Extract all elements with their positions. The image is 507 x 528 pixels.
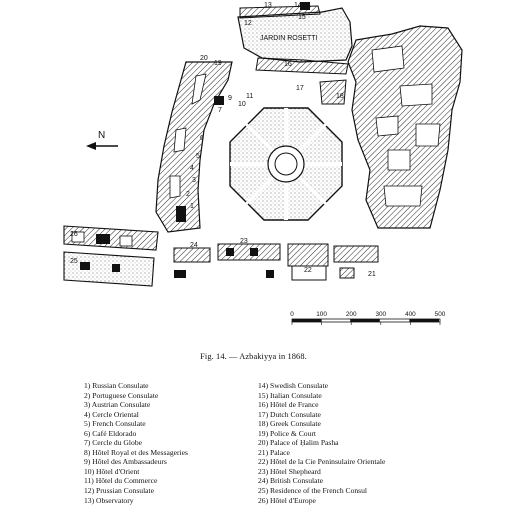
north-arrow: N bbox=[86, 130, 118, 150]
legend-item: 9) Hôtel des Ambassadeurs bbox=[84, 457, 167, 467]
building-number-label: 14 bbox=[294, 2, 302, 9]
azbakiyya-octagon bbox=[229, 107, 343, 221]
legend-item: 23) Hôtel Shepheard bbox=[258, 466, 321, 476]
legend-item: 8) Hôtel Royal et des Messageries bbox=[84, 447, 188, 457]
building-number-label: 15 bbox=[298, 14, 306, 21]
jardin-rosetti: JARDIN ROSETTI bbox=[237, 7, 353, 63]
legend-item: 15) Italian Consulate bbox=[258, 390, 322, 400]
building-number-label: 21 bbox=[368, 271, 376, 278]
scale-bar: 0 100 200 300 400 500 bbox=[290, 311, 446, 325]
building-row-south bbox=[63, 225, 379, 287]
building-number-label: 1 bbox=[190, 203, 194, 210]
legend-item: 3) Austrian Consulate bbox=[84, 400, 151, 410]
legend-item: 14) Swedish Consulate bbox=[258, 381, 329, 390]
building-mass-east bbox=[319, 25, 463, 229]
building-number-label: 3 bbox=[192, 177, 196, 184]
building-number-label: 11 bbox=[246, 93, 253, 100]
garden-label: JARDIN ROSETTI bbox=[260, 35, 318, 42]
building-number-label: 7 bbox=[218, 107, 222, 114]
scale-tick-label: 500 bbox=[435, 311, 446, 318]
building-number-label: 23 bbox=[240, 238, 248, 245]
legend-item: 21) Palace bbox=[258, 447, 290, 457]
legend-item: 22) Hôtel de la Cie Peninsulaire Orienta… bbox=[258, 457, 386, 467]
scale-tick-label: 400 bbox=[405, 311, 416, 318]
legend-item: 4) Cercle Oriental bbox=[84, 409, 139, 419]
building-number-label: 17 bbox=[296, 85, 304, 92]
building-number-label: 18 bbox=[336, 93, 344, 100]
building-number-label: 13 bbox=[264, 2, 272, 9]
legend-item: 1) Russian Consulate bbox=[84, 381, 149, 390]
building-number-label: 6 bbox=[200, 135, 204, 142]
legend-item: 11) Hôtel du Commerce bbox=[84, 476, 158, 486]
building-number-label: 26 bbox=[70, 231, 78, 238]
legend-item: 17) Dutch Consulate bbox=[258, 409, 321, 419]
legend-item: 20) Palace of Ḥalim Pasha bbox=[258, 438, 339, 448]
legend-item: 2) Portuguese Consulate bbox=[84, 390, 159, 400]
building-number-label: 24 bbox=[190, 242, 198, 249]
legend-item: 7) Cercle du Globe bbox=[84, 438, 142, 448]
building-number-label: 16 bbox=[284, 61, 292, 68]
azbakiyya-map: JARDIN ROSETTI bbox=[63, 2, 463, 325]
legend-item: 16) Hôtel de France bbox=[258, 400, 319, 410]
scale-tick-label: 300 bbox=[375, 311, 386, 318]
legend-item: 25) Residence of the French Consul bbox=[258, 486, 368, 496]
building-number-label: 8 bbox=[220, 99, 224, 106]
building-strip-north bbox=[255, 57, 349, 75]
building-number-label: 9 bbox=[228, 95, 232, 102]
building-block-top bbox=[239, 2, 321, 19]
legend-item: 5) French Consulate bbox=[84, 419, 146, 429]
building-number-label: 12 bbox=[244, 20, 252, 27]
building-number-label: 19 bbox=[214, 60, 222, 67]
legend-item: 24) British Consulate bbox=[258, 476, 323, 486]
legend-item: 26) Hôtel d'Europe bbox=[258, 495, 316, 505]
building-band-west bbox=[155, 61, 233, 233]
figure-caption: Fig. 14. — Azbakiyya in 1868. bbox=[200, 352, 307, 361]
legend-item: 19) Police & Court bbox=[258, 428, 317, 438]
legend-item: 6) Café Eldorado bbox=[84, 428, 137, 438]
building-number-label: 20 bbox=[200, 55, 208, 62]
building-number-label: 4 bbox=[190, 165, 194, 172]
legend-item: 12) Prussian Consulate bbox=[84, 486, 155, 496]
building-number-label: 25 bbox=[70, 258, 78, 265]
scale-tick-label: 100 bbox=[316, 311, 327, 318]
building-number-label: 2 bbox=[186, 191, 190, 198]
building-number-label: 10 bbox=[238, 101, 246, 108]
building-number-label: 22 bbox=[304, 267, 312, 274]
legend-item: 10) Hôtel d'Orient bbox=[84, 466, 140, 476]
building-number-label: 5 bbox=[196, 153, 200, 160]
scale-tick-label: 0 bbox=[290, 311, 294, 318]
legend-item: 13) Observatory bbox=[84, 495, 134, 505]
scale-tick-label: 200 bbox=[346, 311, 357, 318]
north-label: N bbox=[98, 130, 105, 141]
legend-item: 18) Greek Consulate bbox=[258, 419, 321, 429]
